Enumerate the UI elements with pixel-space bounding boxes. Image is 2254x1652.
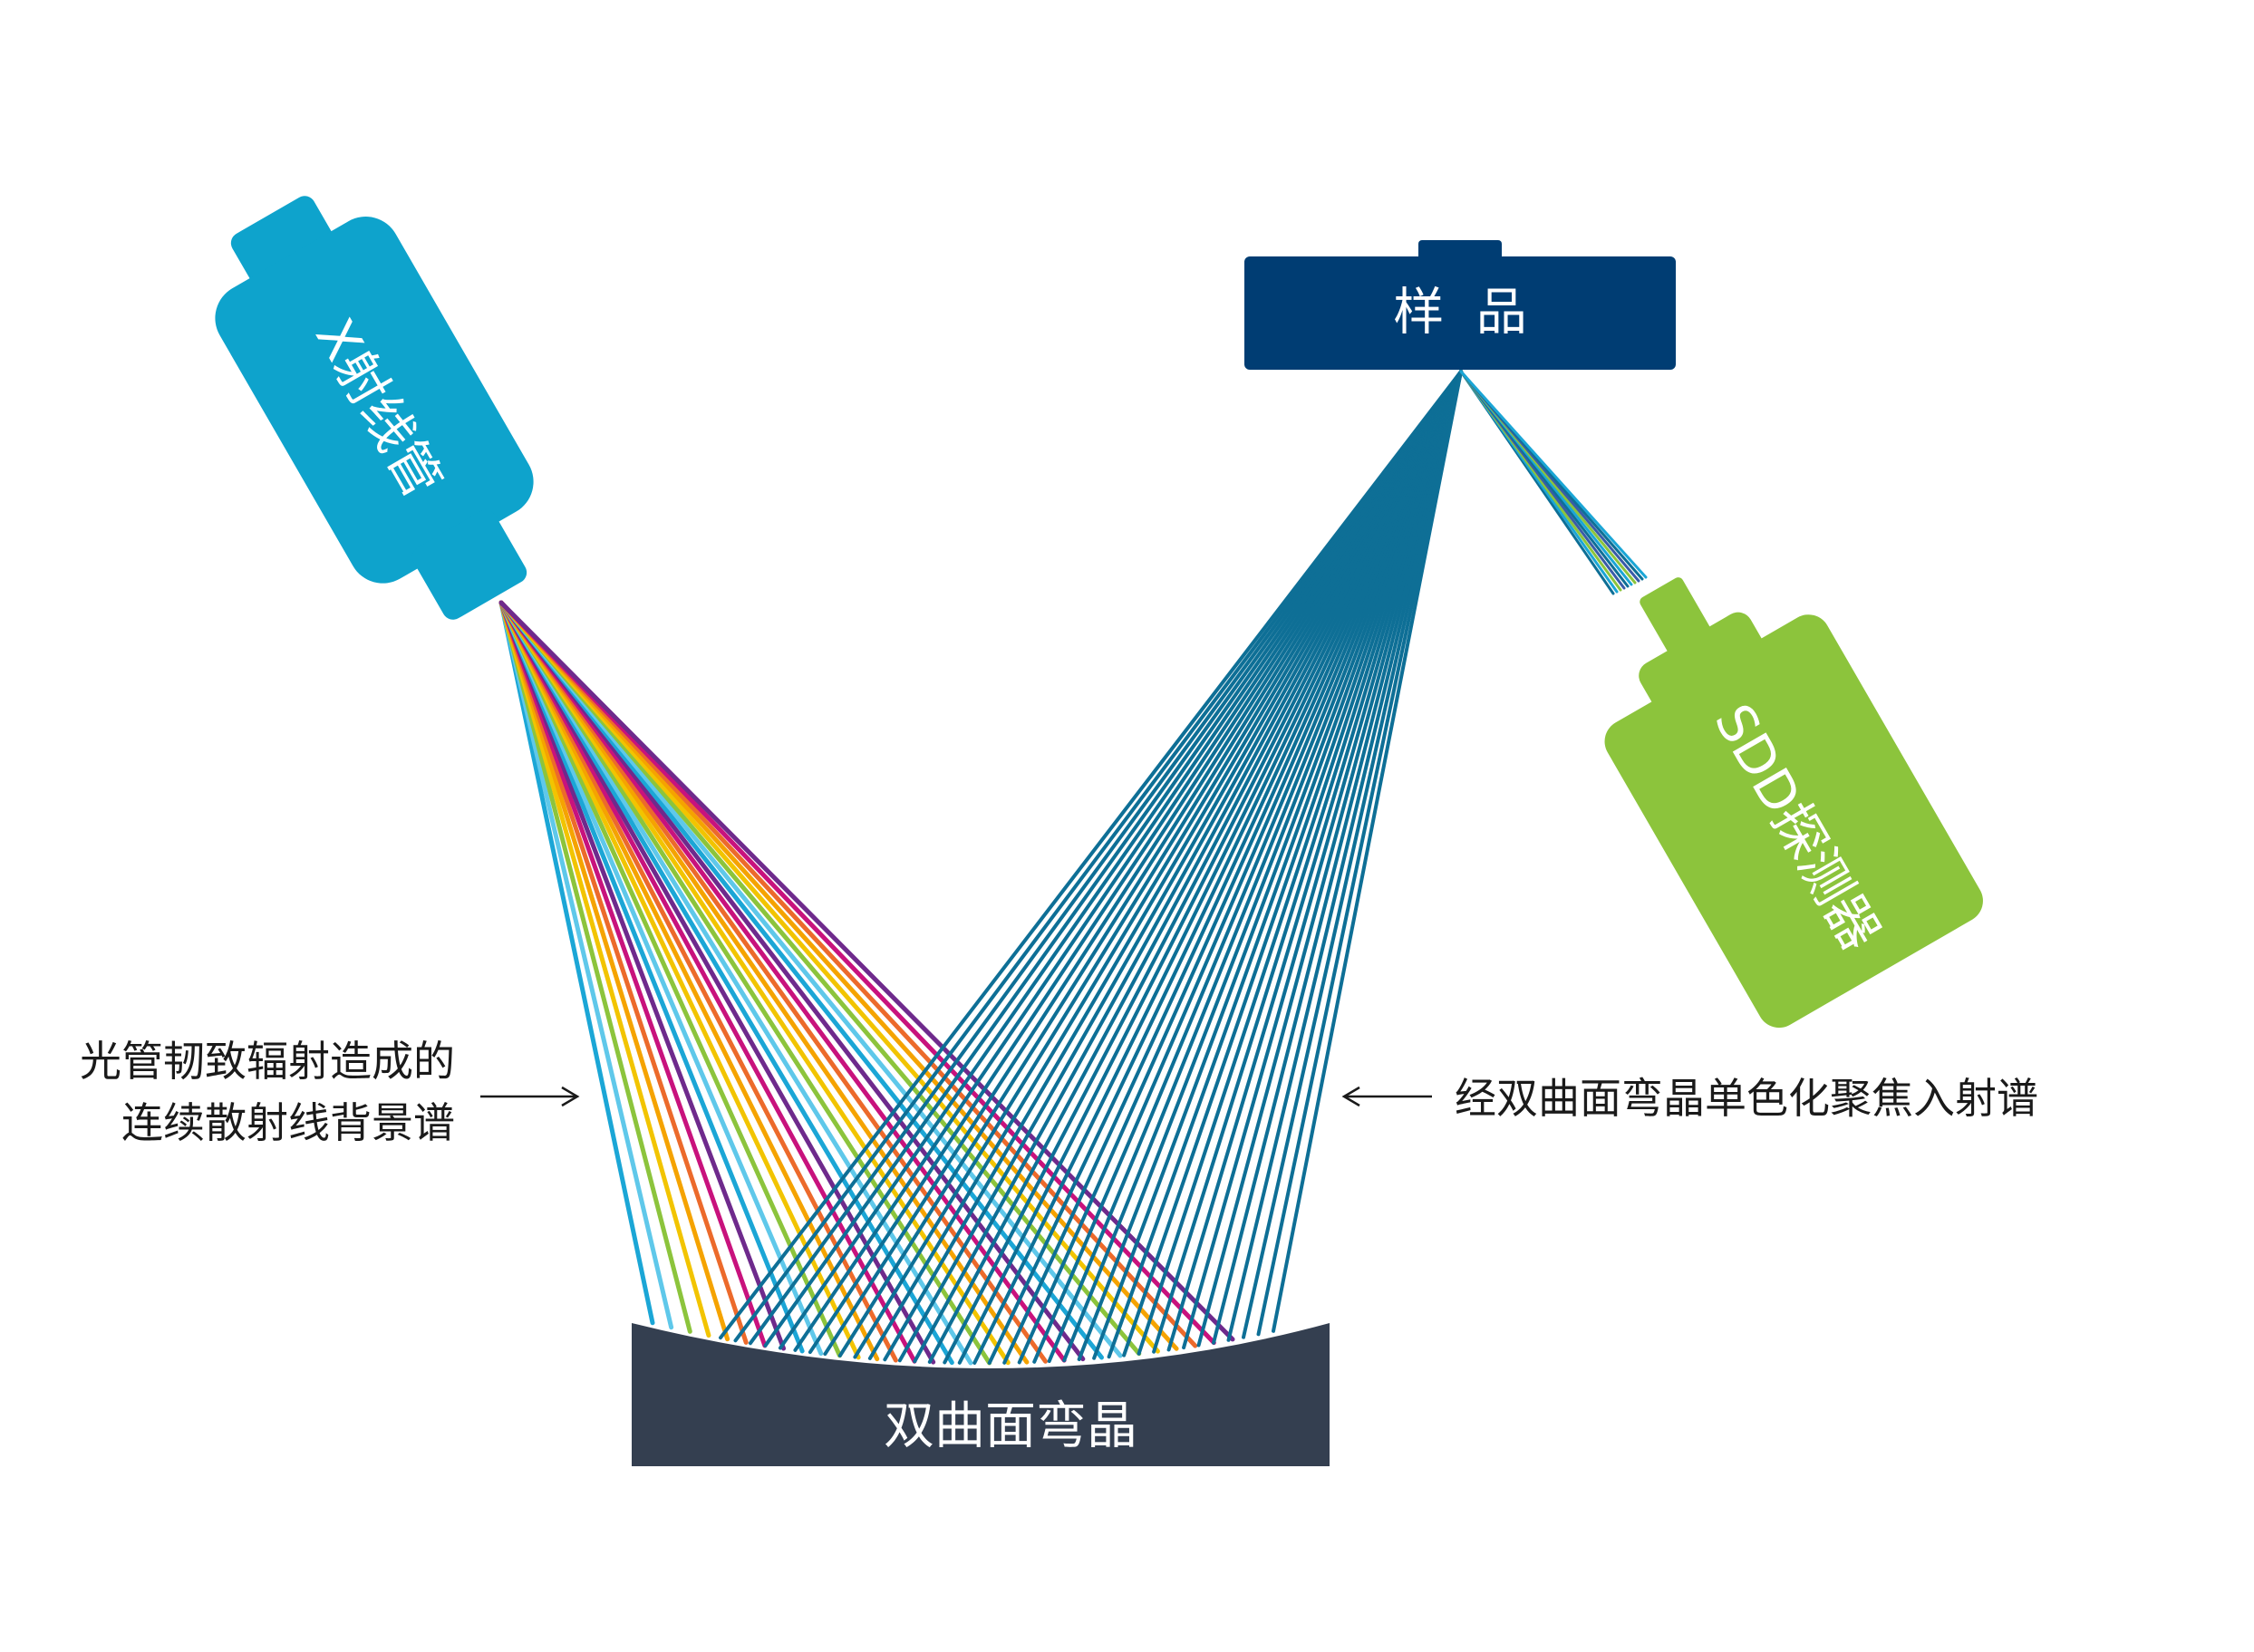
focused-ray (793, 370, 1463, 1352)
source-ray (498, 600, 861, 1360)
focused-ray (1182, 370, 1463, 1350)
focused-ray (1212, 370, 1463, 1345)
focused-ray (778, 370, 1463, 1350)
focused-ray (867, 370, 1463, 1360)
source-ray (498, 600, 1198, 1348)
source-ray (498, 600, 1123, 1358)
source-ray (498, 600, 692, 1334)
source-ray (498, 600, 1049, 1364)
focused-ray (1166, 370, 1463, 1352)
focused-ray (1122, 370, 1463, 1357)
source-ray (498, 600, 936, 1365)
doubly-curved-crystal: 双曲面弯晶 (632, 1323, 1330, 1466)
focused-ray (1092, 370, 1463, 1360)
focused-ray (1272, 370, 1463, 1333)
focused-ray (1107, 370, 1463, 1359)
focused-ray (719, 370, 1463, 1340)
right-annotation-arrow (1341, 1086, 1432, 1107)
focused-ray (1226, 370, 1463, 1342)
focused-ray (927, 370, 1463, 1364)
source-ray (498, 600, 1179, 1351)
left-annotation-line-2: 连续散射线背景谱 (121, 1098, 455, 1147)
source-ray (498, 600, 711, 1338)
sdd-detector: SDD探测器 (1604, 577, 1983, 1029)
focused-ray (957, 370, 1463, 1365)
source-ray (498, 600, 674, 1330)
source-ray (498, 600, 1160, 1354)
focused-ray (1077, 370, 1463, 1362)
left-annotation-arrow (480, 1086, 580, 1107)
source-ray (498, 600, 824, 1357)
focused-ray (943, 370, 1463, 1365)
focused-ray (808, 370, 1463, 1355)
detector-ray (1459, 370, 1648, 579)
focused-ray (897, 370, 1463, 1363)
source-ray (498, 600, 842, 1358)
crystal-label: 双曲面弯晶 (884, 1397, 1137, 1456)
focused-ray (913, 370, 1463, 1364)
focused-ray (823, 370, 1463, 1357)
source-ray (498, 600, 973, 1366)
source-ray (498, 600, 1030, 1365)
source-ray (498, 600, 768, 1348)
focused-ray (1002, 370, 1463, 1365)
focused-ray (853, 370, 1463, 1359)
focused-ray (987, 370, 1463, 1365)
source-ray (498, 600, 655, 1326)
focused-ray (1242, 370, 1463, 1339)
source-ray (498, 600, 805, 1354)
source-ray (498, 600, 992, 1366)
focused-ray (1062, 370, 1463, 1363)
left-annotation-line-1: 光管韧致辐射造成的 (80, 1037, 455, 1086)
focused-ray (1196, 370, 1463, 1348)
focused-ray (972, 370, 1463, 1365)
focused-ray (837, 370, 1463, 1357)
source-ray (498, 600, 1011, 1366)
focused-ray (763, 370, 1463, 1348)
focused-ray (1256, 370, 1463, 1337)
focused-ray (748, 370, 1463, 1346)
detector-beams (1459, 370, 1648, 595)
focused-ray (1137, 370, 1463, 1356)
focused-ray (1047, 370, 1463, 1364)
monochromatic-focused-beams (719, 370, 1463, 1365)
source-ray (498, 600, 787, 1351)
source-ray (498, 600, 954, 1366)
left-annotation: 光管韧致辐射造成的 连续散射线背景谱 (80, 1030, 455, 1154)
sample: 样 品 (1244, 240, 1676, 370)
source-ray (498, 600, 1142, 1357)
focused-ray (1152, 370, 1463, 1354)
right-annotation: 经双曲面弯晶单色化聚焦入射谱 (1455, 1074, 2038, 1123)
sample-label: 样 品 (1393, 284, 1527, 343)
focused-ray (883, 370, 1463, 1362)
source-ray (498, 600, 749, 1345)
focused-ray (733, 370, 1463, 1343)
focused-ray (1032, 370, 1463, 1364)
xray-tube: X射线管 (215, 196, 534, 620)
focused-ray (1017, 370, 1463, 1365)
source-ray (498, 600, 730, 1342)
